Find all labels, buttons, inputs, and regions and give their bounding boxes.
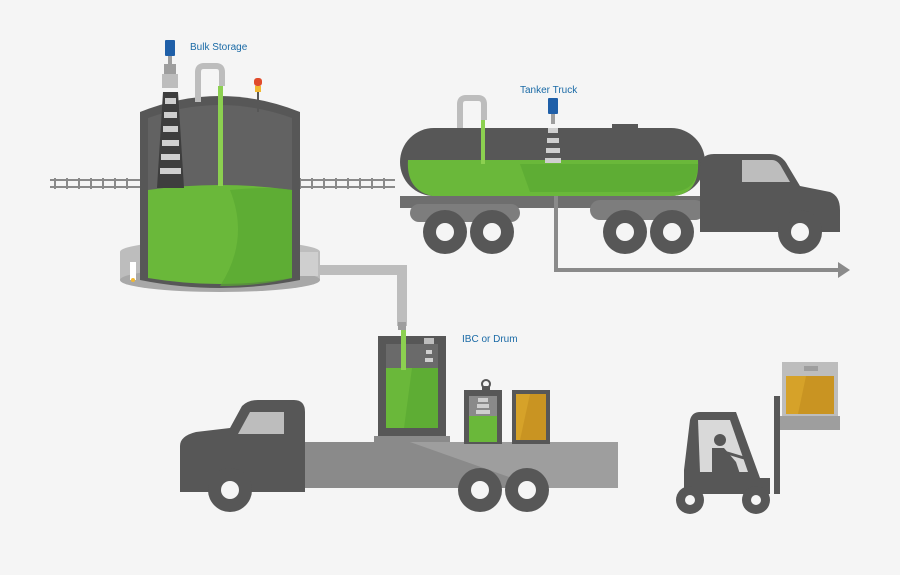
flatbed-cab-window [238, 412, 284, 434]
bulk-storage-label: Bulk Storage [190, 42, 248, 53]
flatbed-truck [180, 400, 618, 512]
tanker-truck-label: Tanker Truck [520, 85, 578, 96]
ibc-or-drum-label: IBC or Drum [462, 334, 518, 345]
flatbed-wheels [208, 468, 549, 512]
tanker-wheels [423, 210, 822, 254]
tanker-sensor-icon [548, 98, 558, 114]
outlet-arrow-icon [838, 262, 850, 278]
outlet-flow-line [554, 196, 840, 272]
tanker-truck [400, 95, 840, 254]
forklift-operator-icon [712, 434, 745, 474]
tanker-cab-window [742, 160, 790, 182]
bulk-storage-tank [120, 63, 320, 292]
forklift [676, 362, 840, 514]
transfer-pipe [318, 265, 407, 326]
drum-amber [512, 390, 550, 444]
lifted-tote [782, 362, 838, 416]
level-sensor-icon [162, 40, 178, 88]
drum-green [464, 379, 502, 444]
ibc-tote [374, 330, 450, 442]
warning-beacon-icon [254, 78, 262, 112]
